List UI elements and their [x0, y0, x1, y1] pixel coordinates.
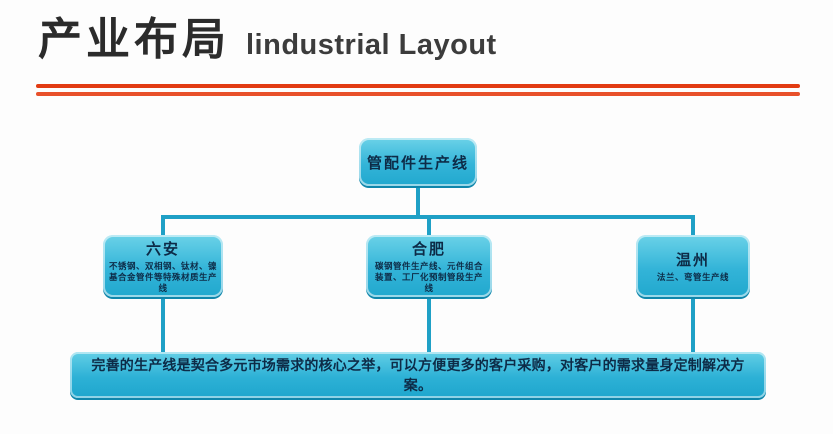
summary-text: 完善的生产线是契合多元市场需求的核心之举，可以方便更多的客户采购，对客户的需求量… — [91, 357, 745, 393]
child-node-luan-desc: 不锈钢、双相钢、钛材、镍基合金管件等特殊材质生产线 — [108, 260, 217, 294]
page-title-chinese: 产业布局 — [38, 15, 230, 64]
root-node-label: 管配件生产线 — [366, 154, 469, 172]
child-node-hefei-name: 合肥 — [411, 240, 446, 258]
child-node-hefei-desc: 碳钢管件生产线、元件组合装置、工厂化预制管段生产线 — [374, 260, 483, 294]
root-node-pipe-fittings: 管配件生产线 — [359, 138, 477, 186]
summary-bar: 完善的生产线是契合多元市场需求的核心之举，可以方便更多的客户采购，对客户的需求量… — [70, 352, 766, 398]
page-title-english: lindustrial Layout — [246, 29, 497, 61]
connector-root-stem — [416, 186, 420, 217]
child-node-wenzhou-name: 温州 — [675, 251, 710, 269]
connector-drop-luan — [161, 215, 165, 237]
child-node-luan-name: 六安 — [145, 240, 180, 258]
child-node-wenzhou-desc: 法兰、弯管生产线 — [656, 271, 729, 282]
child-node-hefei: 合肥 碳钢管件生产线、元件组合装置、工厂化预制管段生产线 — [366, 235, 492, 297]
divider-line-top — [36, 84, 800, 88]
connector-stem-luan — [161, 295, 165, 354]
slide-header: 产业布局 lindustrial Layout — [38, 14, 798, 67]
child-node-wenzhou: 温州 法兰、弯管生产线 — [636, 235, 750, 297]
connector-stem-wenzhou — [691, 295, 695, 354]
title-divider — [36, 84, 800, 96]
connector-stem-hefei — [427, 295, 431, 354]
child-node-luan: 六安 不锈钢、双相钢、钛材、镍基合金管件等特殊材质生产线 — [103, 235, 223, 297]
connector-drop-hefei — [427, 215, 431, 237]
divider-line-bottom — [36, 92, 800, 96]
title-row: 产业布局 lindustrial Layout — [38, 14, 798, 67]
connector-drop-wenzhou — [691, 215, 695, 237]
